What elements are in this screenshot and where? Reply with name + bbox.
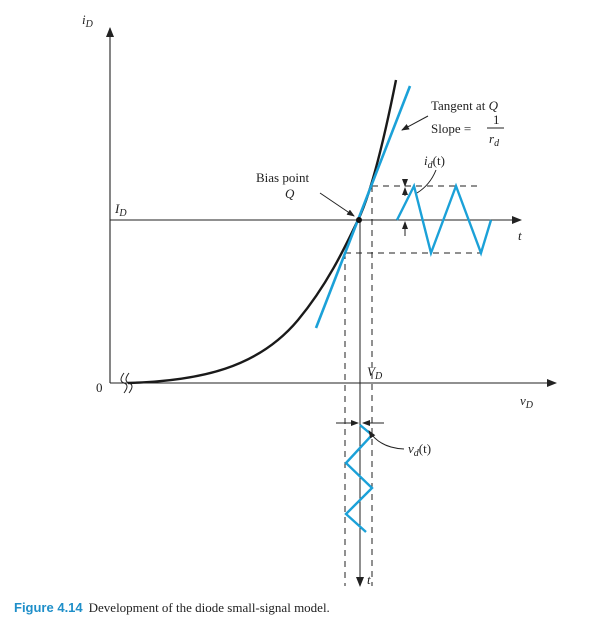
vd-t-waveform xyxy=(344,424,374,533)
diode-iv-curve xyxy=(127,79,398,385)
figure-number: Figure 4.14 xyxy=(14,600,83,615)
bias-point-q xyxy=(356,217,362,223)
origin-label: 0 xyxy=(96,380,103,395)
id-t-waveform xyxy=(395,182,493,258)
slope-numerator: 1 xyxy=(493,112,500,127)
bias-q-label: Q xyxy=(285,186,295,201)
slope-label: Slope = xyxy=(431,121,471,136)
id-t-pointer xyxy=(416,169,437,194)
vd-t-label: vd(t) xyxy=(408,441,431,459)
y-axis-label: iD xyxy=(82,12,94,30)
vd-t-pointer xyxy=(368,430,405,450)
slope-denominator: rd xyxy=(489,131,500,149)
vd-label: VD xyxy=(367,364,383,382)
figure-caption-text: Development of the diode small-signal mo… xyxy=(88,600,330,615)
x-axis-label: vD xyxy=(520,393,534,411)
bias-point-label: Bias point xyxy=(256,170,309,185)
bias-pointer-arrow xyxy=(319,192,355,217)
id-label: ID xyxy=(114,201,127,219)
figure-caption: Figure 4.14 Development of the diode smal… xyxy=(14,600,330,616)
tangent-pointer-arrow xyxy=(401,115,429,131)
time-down-label: t xyxy=(367,572,371,587)
id-t-label: id(t) xyxy=(424,153,445,171)
tangent-line xyxy=(314,85,412,329)
tangent-label: Tangent at Q xyxy=(431,98,499,113)
time-right-label: t xyxy=(518,228,522,243)
projection-lines xyxy=(344,185,481,586)
